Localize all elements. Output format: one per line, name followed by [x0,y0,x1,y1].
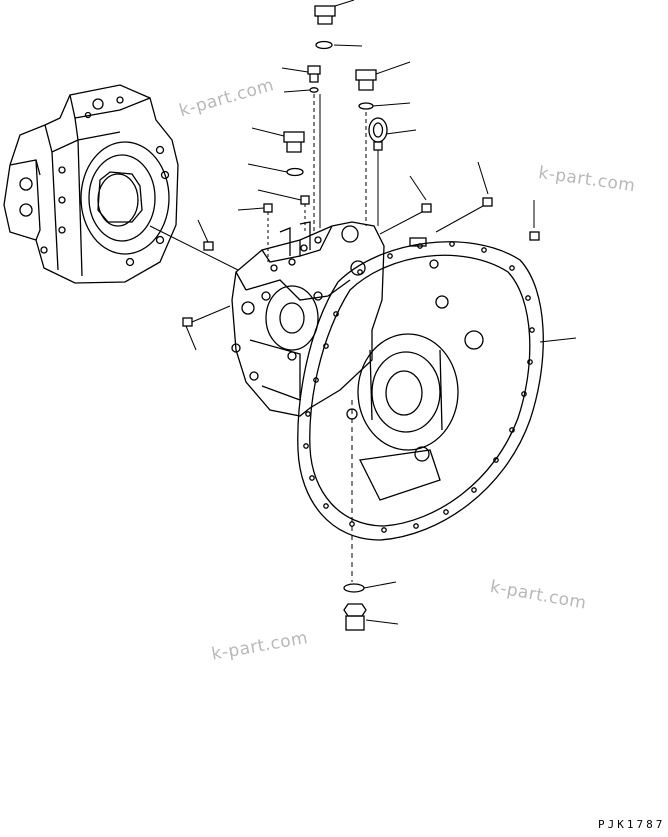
bolt-right-a [379,175,432,235]
bolt-right-c [529,200,540,241]
flywheel-housing [297,241,544,541]
fitting-small-b [237,203,273,262]
main-pump-body [231,221,427,417]
plug-mid [251,127,305,153]
auxiliary-pump-body [3,84,179,284]
o-ring-mid [247,163,304,177]
plug-right [355,61,411,110]
bolt-right-b [435,161,493,233]
bolt-left-a [197,219,214,251]
top-plug [314,0,355,25]
bolt-left-b [182,305,231,351]
fitting-left [281,65,321,232]
drain-plug [343,603,399,631]
drawing-reference-code: PJK1787 [598,818,666,831]
top-o-ring [315,40,363,50]
eye-bolt [365,112,417,226]
bottom-o-ring [343,581,397,593]
fitting-small-a [257,189,310,232]
